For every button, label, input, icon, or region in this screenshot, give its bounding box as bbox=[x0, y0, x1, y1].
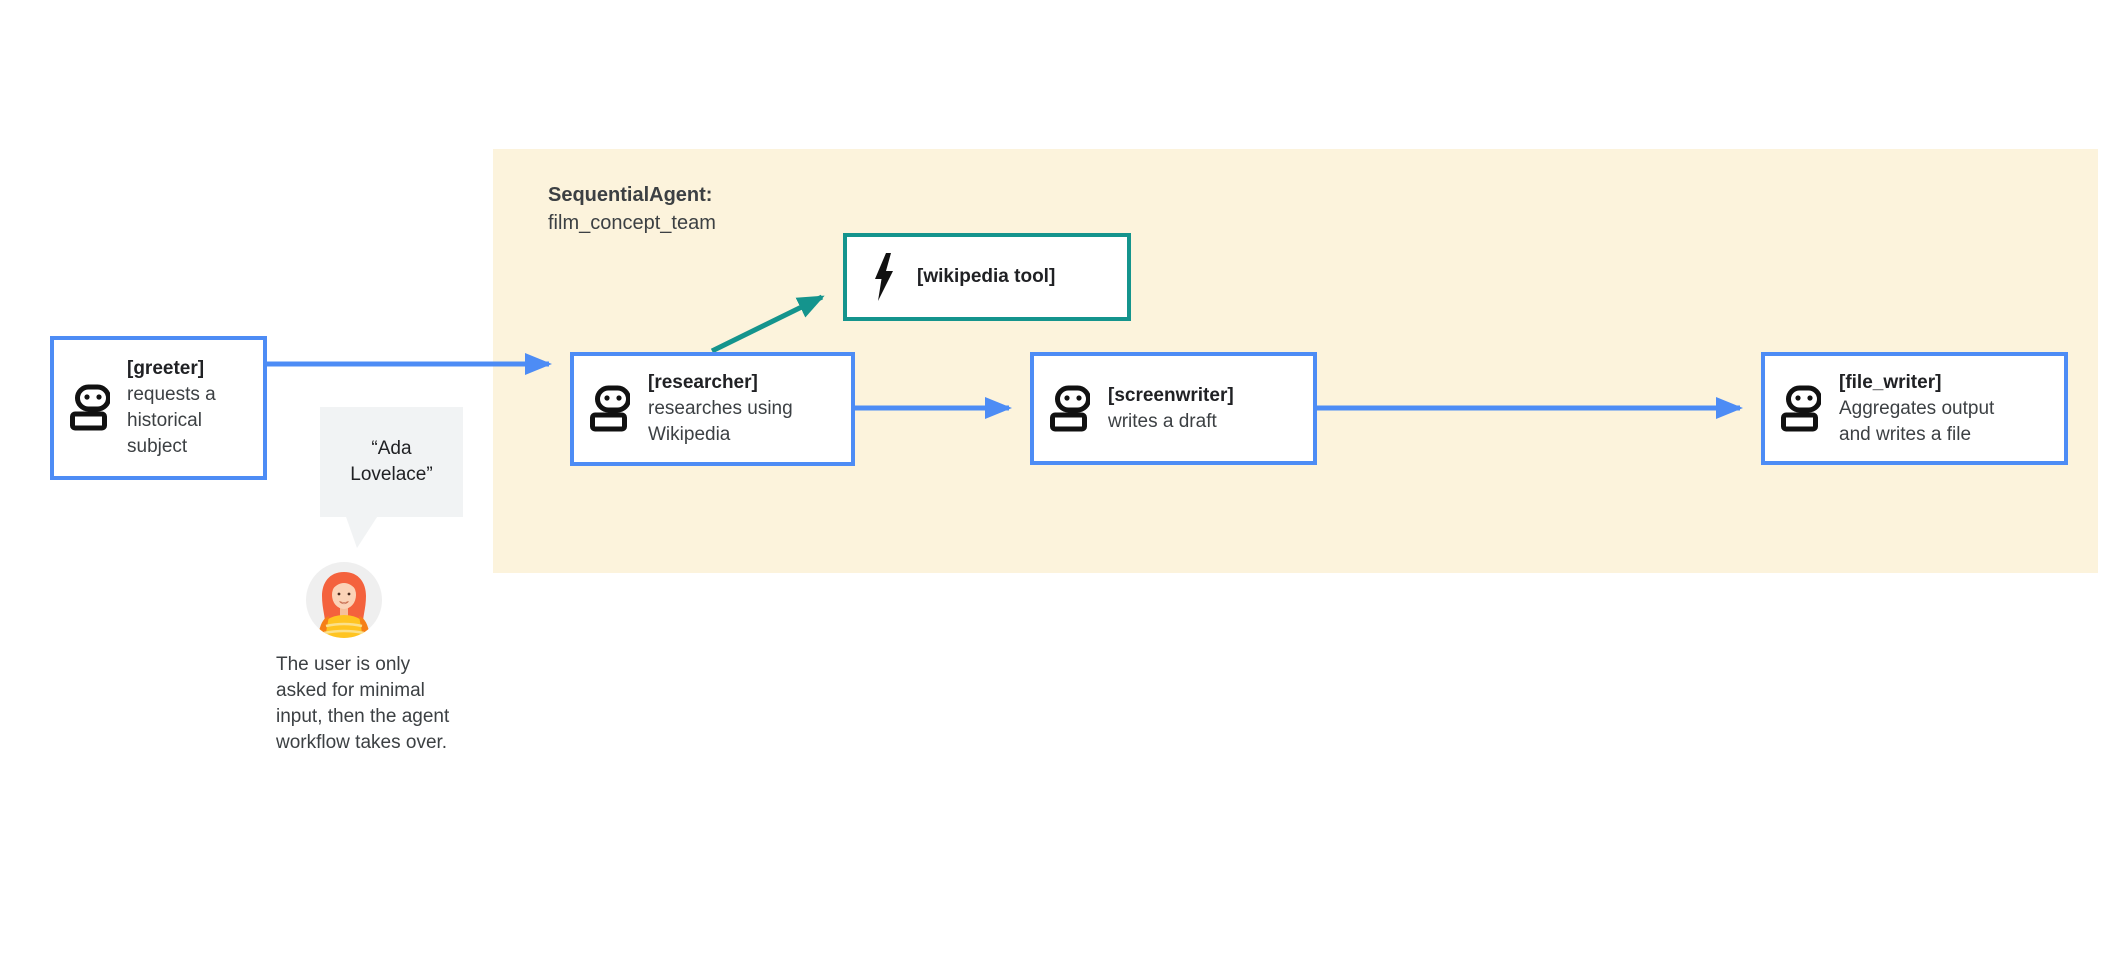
node-researcher: [researcher] researches using Wikipedia bbox=[570, 352, 855, 466]
node-screenwriter: [screenwriter] writes a draft bbox=[1030, 352, 1317, 465]
user-avatar bbox=[306, 562, 382, 638]
node-researcher-text: [researcher] researches using Wikipedia bbox=[648, 370, 820, 448]
robot-agent-icon bbox=[1050, 385, 1090, 433]
robot-agent-icon bbox=[1781, 385, 1821, 433]
node-file-writer-desc: Aggregates output and writes a file bbox=[1839, 397, 1995, 445]
node-screenwriter-desc: writes a draft bbox=[1108, 410, 1217, 432]
node-wikipedia-text: [wikipedia tool] bbox=[917, 264, 1055, 290]
speech-bubble: “Ada Lovelace” bbox=[320, 407, 463, 517]
node-greeter-text: [greeter] requests a historical subject bbox=[127, 356, 231, 460]
node-greeter-label: [greeter] bbox=[127, 358, 205, 379]
node-greeter: [greeter] requests a historical subject bbox=[50, 336, 267, 480]
speech-bubble-tail bbox=[345, 514, 379, 548]
panel-title: SequentialAgent: film_concept_team bbox=[548, 181, 716, 237]
robot-agent-icon bbox=[590, 385, 630, 433]
node-researcher-label: [researcher] bbox=[648, 372, 758, 393]
lightning-bolt-icon bbox=[873, 252, 895, 302]
node-file-writer-text: [file_writer] Aggregates output and writ… bbox=[1839, 370, 2019, 448]
node-wikipedia-label: [wikipedia tool] bbox=[917, 266, 1056, 287]
node-file-writer: [file_writer] Aggregates output and writ… bbox=[1761, 352, 2068, 465]
node-greeter-desc: requests a historical subject bbox=[127, 384, 216, 457]
robot-agent-icon bbox=[70, 384, 110, 432]
node-researcher-desc: researches using Wikipedia bbox=[648, 398, 793, 445]
node-screenwriter-label: [screenwriter] bbox=[1108, 384, 1234, 406]
user-caption: The user is only asked for minimal input… bbox=[276, 654, 450, 753]
node-wikipedia-tool: [wikipedia tool] bbox=[843, 233, 1131, 321]
node-screenwriter-text: [screenwriter] writes a draft bbox=[1108, 383, 1280, 435]
node-file-writer-label: [file_writer] bbox=[1839, 371, 1942, 393]
panel-title-bold: SequentialAgent: bbox=[548, 184, 713, 206]
panel-title-sub: film_concept_team bbox=[548, 212, 716, 234]
speech-bubble-text: “Ada Lovelace” bbox=[350, 438, 433, 485]
